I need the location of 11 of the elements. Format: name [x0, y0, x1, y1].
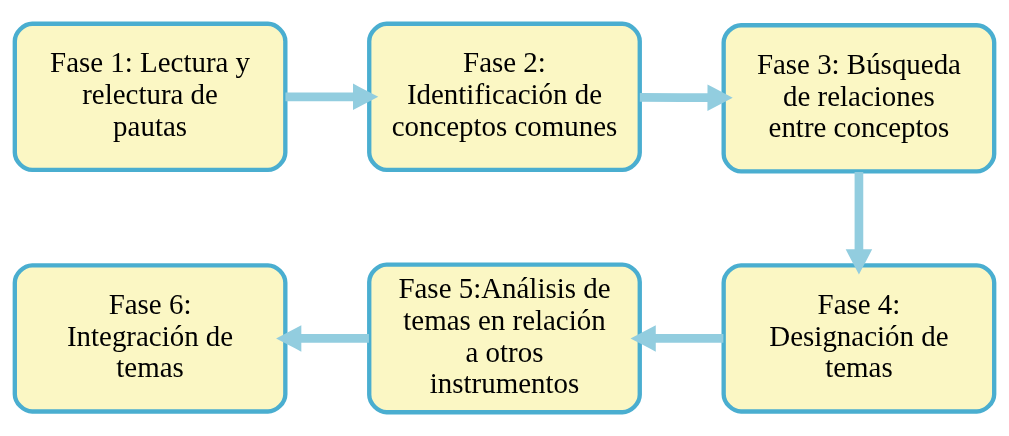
arrow: [639, 84, 733, 111]
node-box: Fase 6: Integración de temas: [12, 263, 288, 414]
arrow: [276, 325, 369, 352]
arrow: [845, 172, 873, 275]
node-box: Fase 5:Análisis de temas en relación a otros instrumentos: [367, 262, 642, 415]
node-box: Fase 4: Designación de temas: [721, 263, 997, 414]
arrow: [630, 325, 724, 352]
node-box: Fase 3: Búsqueda de relaciones entre conceptos: [721, 23, 997, 174]
node-box: Fase 2: Identificación de conceptos comunes: [367, 21, 642, 173]
node-box: Fase 1: Lectura y relectura de pautas: [12, 21, 288, 173]
arrow: [285, 83, 379, 111]
